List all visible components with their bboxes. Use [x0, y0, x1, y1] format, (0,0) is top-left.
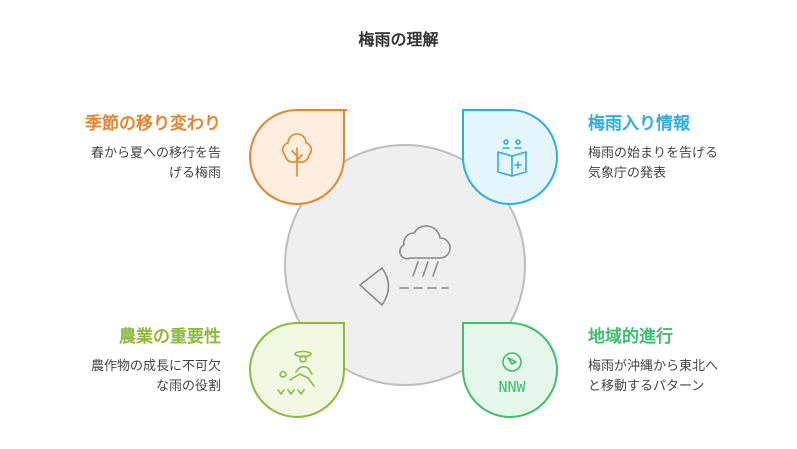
rain-cloud-icon: [359, 225, 451, 306]
diagram-title: 梅雨の理解: [358, 30, 439, 49]
heading-agriculture: 農業の重要性: [119, 327, 221, 347]
desc-seasonal: 春から夏への移行を告 げる梅雨: [56, 144, 221, 184]
desc-agriculture-line1: 農作物の成長に不可欠: [90, 359, 221, 374]
desc-seasonal-line1: 春から夏への移行を告: [90, 146, 221, 161]
petal-seasonal: [249, 109, 347, 205]
desc-agriculture: 農作物の成長に不可欠 な雨の役割: [56, 357, 221, 397]
desc-regional-line2: と移動するパターン: [588, 379, 705, 394]
open-book-icon: [497, 139, 527, 177]
heading-info: 梅雨入り情報: [588, 114, 690, 134]
desc-regional: 梅雨が沖縄から東北へ と移動するパターン: [588, 357, 753, 397]
compass-label: NNW: [498, 378, 526, 396]
desc-info-line1: 梅雨の始まりを告げる: [588, 146, 719, 161]
tree-icon: [281, 133, 313, 177]
desc-info-line2: 気象庁の発表: [588, 166, 667, 181]
desc-info: 梅雨の始まりを告げる 気象庁の発表: [588, 144, 753, 184]
farmer-icon: [277, 350, 315, 395]
desc-regional-line1: 梅雨が沖縄から東北へ: [588, 359, 719, 374]
heading-regional: 地域的進行: [588, 327, 673, 347]
desc-agriculture-line2: な雨の役割: [155, 379, 221, 394]
petal-info: [462, 109, 558, 205]
compass-icon: [502, 352, 522, 372]
desc-seasonal-line2: げる梅雨: [168, 166, 221, 181]
heading-seasonal: 季節の移り変わり: [85, 114, 221, 134]
